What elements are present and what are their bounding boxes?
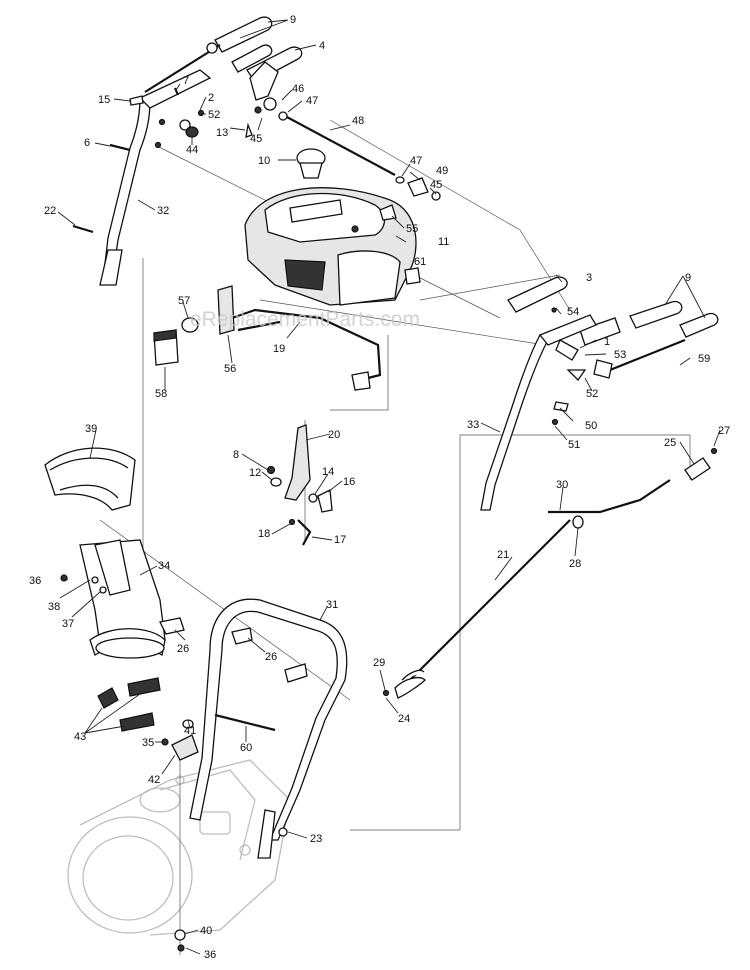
callout-57: 57 (178, 295, 190, 307)
callout-30: 30 (556, 479, 568, 491)
chute-knobs (159, 617, 308, 683)
callout-24: 24 (398, 713, 410, 725)
callout-21: 21 (497, 549, 509, 561)
callout-37: 37 (62, 618, 74, 630)
callout-10: 10 (258, 155, 270, 167)
callout-56: 56 (224, 363, 236, 375)
callout-17: 17 (334, 534, 346, 546)
callout-6: 6 (84, 137, 90, 149)
lower-hardware (174, 827, 288, 952)
callout-labels: 9 4 7 15 2 52 46 47 13 45 44 48 6 10 47 … (29, 14, 730, 961)
callout-49: 49 (436, 165, 448, 177)
light-assembly (153, 285, 235, 366)
callout-47-top: 47 (306, 95, 318, 107)
callout-9-top: 9 (290, 14, 296, 26)
drive-rod (382, 479, 671, 699)
chute-clips (97, 677, 161, 732)
discharge-chute (60, 539, 166, 659)
rod-hardware-right (395, 176, 441, 201)
callout-26-right: 26 (265, 651, 277, 663)
callout-2: 2 (208, 92, 214, 104)
callout-44: 44 (186, 144, 198, 156)
auger-housing-ghost (67, 759, 291, 936)
upper-handle-left (99, 69, 212, 286)
callout-40: 40 (200, 925, 212, 937)
callout-42: 42 (148, 774, 160, 786)
callout-27: 27 (718, 425, 730, 437)
callout-60: 60 (240, 742, 252, 754)
callout-29: 29 (373, 657, 385, 669)
callout-7: 7 (183, 75, 189, 87)
callout-26-left: 26 (177, 643, 189, 655)
callout-14: 14 (322, 466, 334, 478)
lower-handle (189, 598, 348, 859)
callout-35: 35 (142, 737, 154, 749)
leader-lines (57, 19, 721, 955)
callout-51: 51 (568, 439, 580, 451)
callout-22: 22 (44, 205, 56, 217)
callout-15: 15 (98, 94, 110, 106)
drive-grip (684, 447, 718, 481)
callout-9-right: 9 (685, 272, 691, 284)
callout-28: 28 (569, 558, 581, 570)
chute-control-bracket (231, 308, 382, 391)
dash-panel (244, 187, 417, 306)
callout-59: 59 (698, 353, 710, 365)
callout-48: 48 (352, 115, 364, 127)
callout-36-bottom: 36 (204, 949, 216, 961)
handle-grips-right (507, 276, 719, 379)
callout-45-top: 45 (250, 133, 262, 145)
callout-55: 55 (406, 223, 418, 235)
callout-52-right: 52 (586, 388, 598, 400)
callout-58: 58 (155, 388, 167, 400)
callout-34: 34 (158, 560, 170, 572)
callout-54: 54 (567, 306, 579, 318)
watermark: eReplacementParts.com (190, 308, 420, 331)
chute-deflector (44, 447, 136, 511)
callout-16: 16 (343, 476, 355, 488)
callout-50: 50 (585, 420, 597, 432)
callout-36-left: 36 (29, 575, 41, 587)
callout-12: 12 (249, 467, 261, 479)
callout-45-right: 45 (430, 179, 442, 191)
callout-61: 61 (414, 256, 426, 268)
upper-handle-right (480, 307, 597, 511)
callout-4: 4 (319, 40, 325, 52)
shift-knob (296, 148, 326, 179)
callout-25: 25 (664, 437, 676, 449)
hardware-top-left (72, 87, 253, 234)
callout-11: 11 (438, 236, 449, 248)
callout-1: 1 (604, 336, 610, 348)
callout-20: 20 (328, 429, 340, 441)
callout-39: 39 (85, 423, 97, 435)
callout-33: 33 (467, 419, 479, 431)
shift-rod (254, 97, 396, 176)
callout-43: 43 (74, 731, 86, 743)
callout-52-top: 52 (208, 109, 220, 121)
callout-23: 23 (310, 833, 322, 845)
callout-19: 19 (273, 343, 285, 355)
callout-46: 46 (292, 83, 304, 95)
handle-grips-top (144, 16, 303, 101)
callout-31: 31 (326, 599, 338, 611)
chute-tilt-plate (266, 424, 333, 546)
chute-rod (214, 713, 276, 732)
callout-18: 18 (258, 528, 270, 540)
callout-41: 41 (184, 725, 196, 737)
callout-13: 13 (216, 127, 228, 139)
callout-32: 32 (157, 205, 169, 217)
callout-47-right: 47 (410, 155, 422, 167)
callout-8: 8 (233, 449, 239, 461)
callout-3: 3 (586, 272, 592, 284)
callout-53: 53 (614, 349, 626, 361)
callout-38: 38 (48, 601, 60, 613)
